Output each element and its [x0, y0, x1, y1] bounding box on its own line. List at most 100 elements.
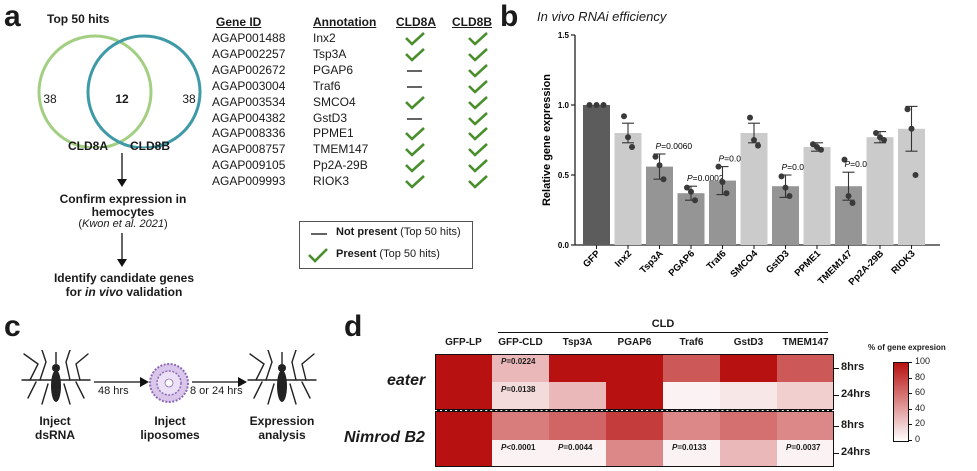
- colorbar-tick: [908, 440, 912, 441]
- gene-id: AGAP001488: [212, 31, 286, 45]
- row-tick: [834, 453, 839, 455]
- heatmap-cell: [606, 412, 663, 440]
- p-value-label: P=0.0048: [845, 159, 882, 169]
- gene-annotation: PGAP6: [313, 62, 354, 77]
- checkmark-icon: [405, 143, 425, 158]
- row-tick: [834, 367, 839, 369]
- colorbar-tick: [908, 377, 912, 379]
- data-point: [660, 176, 667, 183]
- data-point: [747, 114, 753, 121]
- checkmark-icon: [468, 159, 488, 173]
- x-tick-label: Inx2: [613, 248, 634, 269]
- heatmap-column-header: GFP-CLD: [498, 337, 543, 348]
- colorbar-tick: [908, 408, 912, 410]
- checkmark-icon: [468, 63, 488, 78]
- heatmap-cell: [492, 381, 549, 409]
- p-value-label: P=0.0002: [687, 173, 724, 183]
- gene-annotation: Tsp3A: [313, 46, 347, 61]
- table-header-gene-id: Gene ID: [216, 15, 262, 29]
- colorbar-tick: [908, 362, 912, 363]
- colorbar: [893, 362, 909, 442]
- heatmap-cell: [720, 412, 777, 440]
- data-point: [786, 193, 793, 199]
- checkmark-icon: [468, 95, 488, 110]
- step-confirm-expression: Confirm expression in hemocytes: [59, 192, 187, 219]
- data-point: [656, 162, 663, 169]
- data-point: [715, 163, 722, 170]
- checkmark-icon: [405, 175, 425, 189]
- heatmap-cell: [777, 439, 834, 467]
- heatmap-column-header: TMEM147: [782, 337, 829, 348]
- heatmap-cell: [663, 354, 720, 382]
- heatmap-cell: [549, 381, 606, 409]
- data-point: [778, 173, 785, 180]
- x-tick-label: RIOK3: [889, 248, 917, 276]
- gene-id: AGAP002672: [212, 62, 286, 77]
- heatmap-gene-label-eater: eater: [387, 371, 426, 389]
- data-point: [688, 188, 694, 195]
- data-point: [873, 130, 879, 136]
- gene-id: AGAP003004: [212, 78, 286, 93]
- heatmap-cell: [549, 412, 606, 440]
- venn-overlap-count: 12: [115, 92, 129, 106]
- bar-ppme1: [803, 147, 831, 245]
- venn-right-label: CLD8B: [130, 139, 171, 153]
- heatmap-column-header: PGAP6: [617, 337, 652, 348]
- heatmap-gene-label-nimrod: Nimrod B2: [344, 428, 425, 446]
- data-point: [723, 190, 730, 197]
- gene-id: AGAP003534: [212, 94, 286, 109]
- panel-letter-a: a: [4, 0, 21, 33]
- colorbar-tick-label: 80: [915, 371, 926, 382]
- gene-annotation: Inx2: [313, 31, 336, 45]
- data-point: [782, 184, 789, 191]
- colorbar-tick: [908, 424, 912, 426]
- table-header-annotation: Annotation: [313, 15, 377, 29]
- checkmark-icon: [468, 175, 488, 189]
- table-header-cld8a: CLD8A: [396, 15, 437, 29]
- table-legend: Not present (Top 50 hits) Present (Top 5…: [299, 221, 473, 269]
- heatmap-p-value: P=0.0037: [786, 442, 821, 452]
- heatmap-column-header: GstD3: [733, 337, 764, 348]
- heatmap-cell: [720, 439, 777, 467]
- checkmark-icon: [405, 95, 425, 110]
- row-tick: [834, 425, 839, 427]
- bar-smco4: [740, 133, 768, 245]
- dash-icon: [407, 70, 422, 72]
- venn-circle-cld8b: [86, 34, 202, 148]
- gene-annotation: Pp2A-29B: [313, 158, 368, 173]
- data-point: [751, 137, 757, 143]
- heatmap-cell: [777, 381, 834, 409]
- data-point: [818, 146, 824, 153]
- heatmap-cell: [720, 354, 777, 382]
- data-point: [719, 179, 726, 185]
- heatmap-row-time-label: 24hrs: [841, 446, 871, 459]
- data-point: [904, 106, 911, 113]
- heatmap-cell: [549, 439, 606, 467]
- heatmap-p-value: P<0.0001: [501, 442, 536, 452]
- heatmap-cell: [435, 381, 492, 409]
- venn-circle-cld8a: [37, 34, 153, 148]
- heatmap-cell: [663, 412, 720, 440]
- x-tick-label: Tsp3A: [638, 248, 666, 276]
- heatmap-row-time-label: 24hrs: [841, 388, 871, 401]
- checkmark-icon: [405, 32, 425, 46]
- heatmap-cell: [606, 439, 663, 467]
- heatmap-column-header: Tsp3A: [562, 337, 593, 348]
- heatmap-cell: [777, 354, 834, 382]
- data-point: [684, 184, 690, 191]
- data-point: [849, 200, 856, 206]
- gene-id: AGAP009105: [212, 158, 286, 173]
- step-identify-candidates: Identify candidate genes for in vivo val…: [53, 271, 195, 299]
- data-point: [625, 134, 631, 141]
- checkmark-icon: [468, 143, 488, 158]
- colorbar-title: % of gene expresion: [868, 343, 946, 352]
- heatmap-cell: [435, 412, 492, 440]
- checkmark-icon: [468, 127, 488, 142]
- heatmap-row-time-label: 8hrs: [841, 360, 865, 373]
- y-tick-label: 1.5: [558, 31, 570, 40]
- gene-annotation: RIOK3: [313, 174, 350, 189]
- colorbar-tick-label: 20: [915, 418, 926, 429]
- data-point: [845, 193, 852, 199]
